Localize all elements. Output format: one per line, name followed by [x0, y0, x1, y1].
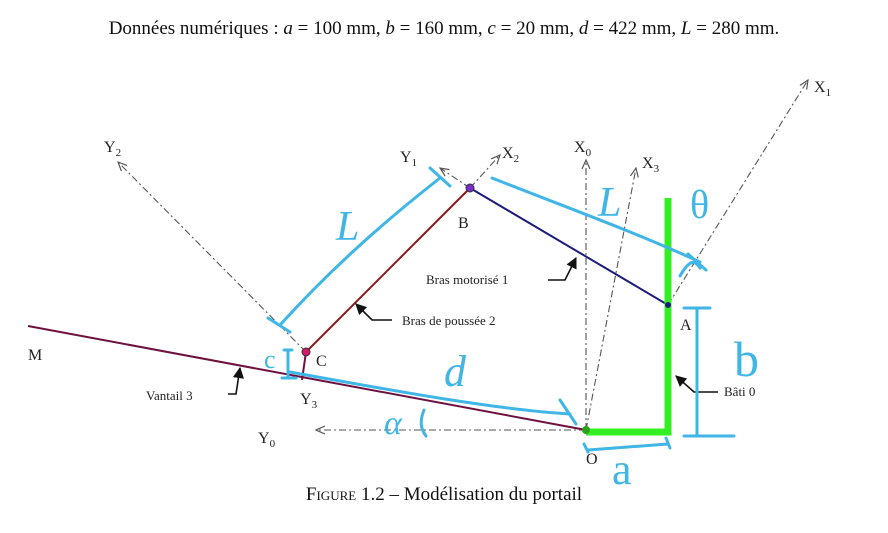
- figure-caption: Figure 1.2 – Modélisation du portail: [0, 484, 888, 506]
- label-bras-motorise: Bras motorisé 1: [426, 272, 508, 287]
- label-y1: Y1: [400, 149, 417, 169]
- hand-dim-a: [582, 436, 672, 454]
- hand-letter-b: b: [734, 331, 759, 387]
- caption-figure-number: Figure 1.2: [305, 484, 385, 505]
- label-bras-poussee: Bras de poussée 2: [402, 313, 496, 328]
- hand-bracket-arm1: [490, 176, 708, 272]
- label-y3: Y3: [300, 391, 318, 411]
- pointer-bras-motorise: [548, 256, 577, 281]
- joint-a: [665, 302, 671, 308]
- var-a: a: [283, 18, 293, 39]
- hand-dim-b: [682, 306, 736, 438]
- caption-title: Modélisation du portail: [403, 484, 583, 505]
- caption-dash: –: [384, 484, 404, 505]
- bras-motorise-1-line: [469, 187, 669, 306]
- value-d: 422 mm: [608, 18, 672, 39]
- label-x3: X3: [642, 155, 660, 175]
- hand-letter-d: d: [444, 347, 467, 396]
- axis-x1: [667, 80, 808, 306]
- hand-mark-c: [280, 348, 298, 380]
- var-c: c: [487, 18, 496, 39]
- value-b: 160 mm: [415, 18, 478, 39]
- hand-bracket-arm2: [266, 166, 452, 334]
- handwritten-letters: L L θ b d c α a: [264, 180, 759, 494]
- hand-arc-theta: [678, 260, 702, 278]
- hand-letter-L-arm2: L: [335, 204, 359, 250]
- pointer-bati: [675, 375, 718, 393]
- axis-x2: [469, 155, 500, 189]
- hand-dim-d: [288, 370, 578, 426]
- hand-arc-alpha: [419, 408, 428, 438]
- label-x1: X1: [814, 79, 831, 99]
- vantail-3-line: [27, 325, 587, 431]
- value-c: 20 mm: [516, 18, 570, 39]
- hand-letter-alpha: α: [384, 405, 403, 442]
- label-y0: Y0: [258, 430, 276, 450]
- hand-letter-a: a: [612, 445, 632, 494]
- var-b: b: [385, 18, 395, 39]
- label-x0: X0: [574, 139, 592, 159]
- label-point-o: O: [586, 451, 598, 468]
- label-point-a: A: [680, 317, 692, 334]
- numeric-data-header: Données numériques : a = 100 mm, b = 160…: [108, 18, 780, 39]
- header-prefix: Données numériques :: [108, 18, 284, 39]
- pointer-vantail: [228, 366, 245, 395]
- var-L: L: [680, 18, 692, 39]
- pointer-bras-poussee: [355, 303, 392, 321]
- joint-o: [582, 426, 590, 434]
- label-point-c: C: [316, 353, 327, 370]
- label-point-b: B: [458, 215, 469, 232]
- label-x2: X2: [502, 145, 519, 165]
- hand-letter-theta: θ: [690, 182, 709, 227]
- joint-b: [465, 183, 475, 193]
- label-point-m: M: [28, 347, 42, 364]
- axis-y1: [440, 168, 471, 189]
- label-y2: Y2: [104, 139, 121, 159]
- hand-letter-L-arm1: L: [597, 180, 621, 226]
- hand-letter-c: c: [264, 345, 276, 374]
- bati-0-frame: [586, 198, 672, 436]
- label-bati: Bâti 0: [724, 384, 755, 399]
- bras-poussee-2-line: [305, 187, 471, 353]
- var-d: d: [578, 18, 589, 39]
- joint-c: [301, 347, 311, 357]
- value-L: 280 mm: [711, 18, 775, 39]
- label-vantail: Vantail 3: [146, 388, 193, 403]
- value-a: 100 mm: [313, 18, 376, 39]
- handwritten-annotations: [266, 166, 736, 454]
